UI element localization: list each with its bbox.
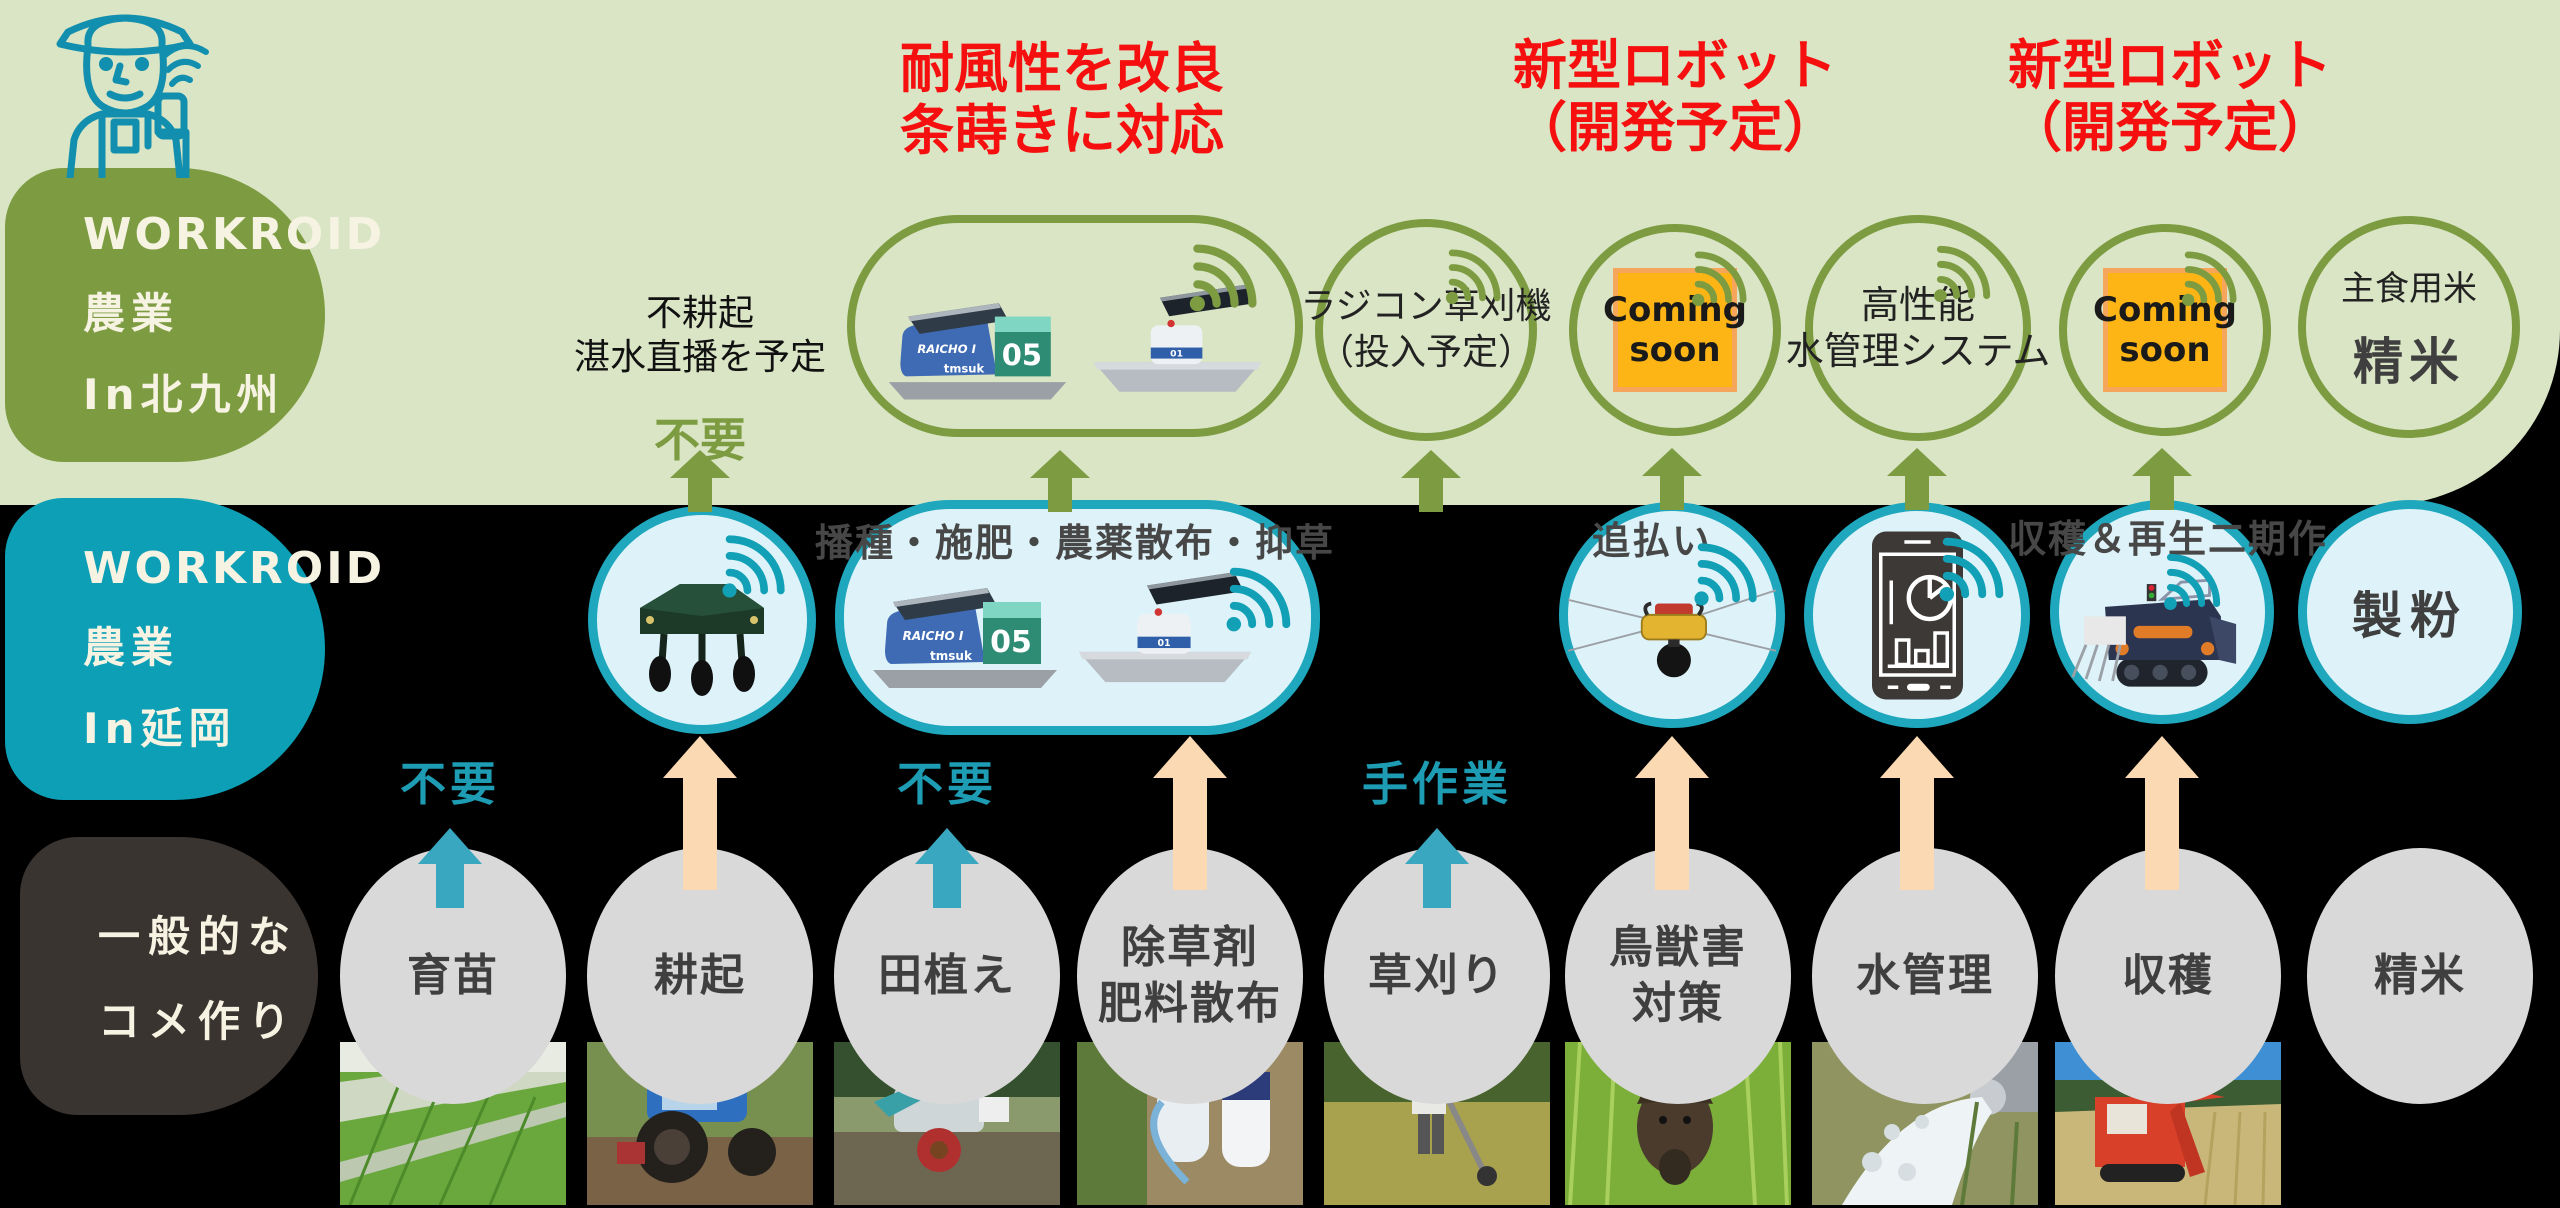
arrow-peach-koki — [663, 736, 737, 890]
arrow-green-harvest — [2132, 448, 2192, 510]
rc-mower-line2: （投入予定） — [1318, 332, 1535, 373]
arrow-teal-kusakari — [1405, 828, 1469, 908]
water-system-circle: 高性能 水管理システム — [1786, 215, 2050, 441]
step-label: 収穫 — [2122, 950, 2214, 1001]
tillage-robot-circle — [588, 506, 816, 734]
step-koki: 耕起 — [587, 848, 813, 1104]
raicho-robot-photo — [865, 562, 1065, 702]
wifi-icon — [1930, 232, 2004, 306]
band-label-conventional: 一般的な コメ作り — [20, 837, 318, 1115]
arrow-green-water — [1887, 448, 1947, 510]
wifi-icon — [718, 520, 800, 602]
step-shukaku: 収穫 — [2055, 848, 2281, 1104]
heading-wind-resistance: 耐風性を改良 条蒔きに対応 — [900, 38, 1224, 162]
heading-new-robot-2: 新型ロボット （開発予定） — [2008, 35, 2332, 159]
staple-rice-circle: 主食用米 精米 — [2298, 216, 2520, 438]
step-label: 除草剤 — [1121, 922, 1259, 973]
no-till-note: 不耕起 湛水直播を予定 — [574, 292, 826, 380]
coming-soon-2-line2: soon — [2119, 330, 2211, 370]
wifi-icon — [1935, 522, 2019, 606]
step-label: 田植え — [878, 950, 1016, 1001]
step-josozai: 除草剤 肥料散布 — [1077, 848, 1303, 1104]
no-till-note-line2: 湛水直播を予定 — [573, 337, 827, 378]
arrow-green-bird — [1642, 448, 1702, 510]
arrow-peach-shukaku — [2125, 736, 2199, 890]
wifi-icon — [2178, 238, 2250, 310]
no-till-note-line1: 不耕起 — [645, 293, 755, 334]
arrow-green-tillage — [670, 450, 730, 512]
step-label2: 対策 — [1632, 978, 1724, 1029]
arrow-green-seeding — [1030, 450, 1090, 512]
tag-unneeded-ikubyo: 不要 — [400, 757, 500, 811]
water-system-line2: 水管理システム — [1785, 329, 2051, 373]
milling-circle: 製粉 — [2298, 500, 2522, 724]
wifi-icon — [1222, 552, 1306, 636]
step-mizukanri: 水管理 — [1812, 848, 2038, 1104]
heading-new-robot-1-line1: 新型ロボット — [1513, 34, 1837, 97]
raicho-robot-photo — [880, 278, 1075, 413]
arrow-peach-mizukanri — [1880, 736, 1954, 890]
heading-wind-line2: 条蒔きに対応 — [900, 99, 1224, 162]
step-seimai: 精米 — [2307, 848, 2533, 1104]
wifi-icon — [1185, 228, 1273, 316]
staple-rice-line1: 主食用米 — [2341, 268, 2477, 309]
band-label-conventional-line1: 一般的な — [98, 912, 299, 961]
heading-new-robot-1-line2: （開発予定） — [1513, 96, 1837, 159]
band-label-kitakyushu-line1: WORKROID — [83, 208, 386, 260]
coming-soon-1-line2: soon — [1629, 330, 1721, 370]
step-label: 鳥獣害 — [1609, 922, 1747, 973]
wifi-icon — [1690, 528, 1772, 610]
arrow-peach-josozai — [1153, 736, 1227, 890]
step-label2: 肥料散布 — [1098, 978, 1282, 1029]
step-chojugai: 鳥獣害 対策 — [1565, 848, 1791, 1104]
kitakyushu-seeding-robot-box — [847, 215, 1303, 437]
band-label-kitakyushu-line2: 農業 — [83, 288, 180, 338]
heading-new-robot-2-line1: 新型ロボット — [2008, 34, 2332, 97]
band-label-nobeoka: WORKROID 農業 In延岡 — [5, 498, 386, 800]
staple-rice-line2: 精米 — [2353, 332, 2465, 391]
arrow-teal-taue — [915, 828, 979, 908]
heading-wind-line1: 耐風性を改良 — [900, 37, 1224, 100]
band-label-nobeoka-line1: WORKROID — [83, 542, 386, 594]
bird-repellent-caption: 追払い — [1591, 519, 1713, 563]
milling-label: 製粉 — [2352, 587, 2468, 645]
bird-repellent-circle — [1559, 502, 1785, 728]
rc-mower-circle: ラジコン草刈機 （投入予定） — [1300, 219, 1552, 441]
tag-unneeded-taue: 不要 — [897, 757, 997, 811]
arrow-teal-ikubyo — [418, 828, 482, 908]
coming-soon-2-line1: Coming — [2093, 290, 2237, 330]
coming-soon-1-line1: Coming — [1603, 290, 1747, 330]
step-label: 耕起 — [654, 950, 746, 1001]
heading-new-robot-2-line2: （開発予定） — [2008, 96, 2332, 159]
heading-new-robot-1: 新型ロボット （開発予定） — [1513, 35, 1837, 159]
band-label-kitakyushu: WORKROID 農業 In北九州 — [5, 168, 386, 462]
step-label: 精米 — [2374, 950, 2466, 1001]
coming-soon-circle-1: Coming soon — [1569, 224, 1781, 436]
coming-soon-badge-2: Coming soon — [2093, 268, 2237, 392]
coming-soon-badge-1: Coming soon — [1603, 268, 1747, 392]
arrow-green-mowing — [1401, 450, 1461, 512]
band-label-kitakyushu-line3: In北九州 — [83, 369, 285, 419]
band-label-conventional-line2: コメ作り — [98, 997, 299, 1046]
wifi-icon — [1442, 236, 1514, 308]
wifi-icon — [2160, 540, 2234, 614]
multi-task-caption: 播種・施肥・農薬散布・抑草 — [814, 521, 1336, 565]
harvest-caption: 収穫＆再生二期作 — [2007, 517, 2329, 561]
rc-mower-line1: ラジコン草刈機 — [1300, 286, 1552, 327]
band-label-nobeoka-line3: In延岡 — [83, 703, 237, 753]
farmer-with-phone-icon — [30, 0, 220, 182]
coming-soon-circle-2: Coming soon — [2059, 224, 2271, 436]
wifi-icon — [1688, 238, 1760, 310]
step-kusakari: 草刈り — [1324, 848, 1550, 1104]
step-label: 草刈り — [1368, 950, 1506, 1001]
step-label: 育苗 — [407, 950, 499, 1001]
arrow-peach-chojugai — [1635, 736, 1709, 890]
step-label: 水管理 — [1856, 950, 1994, 1001]
band-label-nobeoka-line2: 農業 — [83, 622, 180, 672]
tag-manual-kusakari: 手作業 — [1362, 757, 1512, 811]
